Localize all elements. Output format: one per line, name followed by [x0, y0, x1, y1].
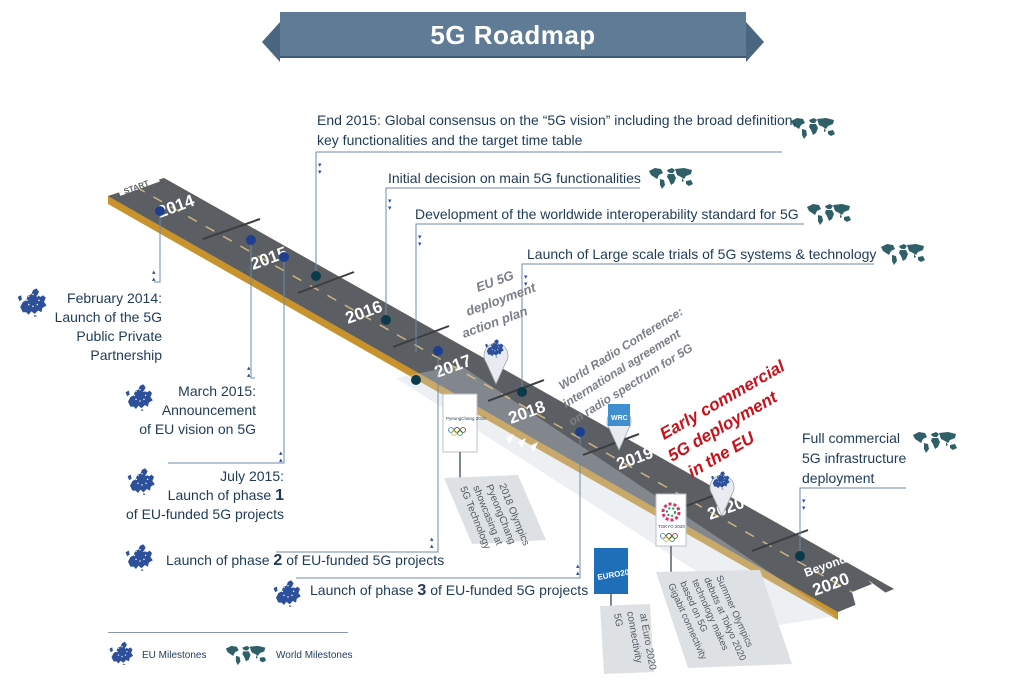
svg-text:▴: ▴ [576, 569, 580, 577]
world-milestone-trials: Launch of Large scale trials of 5G syste… [527, 246, 877, 262]
svg-text:▾: ▾ [802, 504, 806, 512]
world-milestone-2015-line1: End 2015: Global consensus on the “5G vi… [317, 112, 797, 128]
world-milestone-full-commercial-1: Full commercial [802, 430, 901, 446]
svg-text:▴: ▴ [576, 562, 580, 570]
world-map-icon [913, 432, 957, 453]
wrc-logo: WRC [611, 415, 628, 422]
euro-text-1: 5G [611, 613, 624, 628]
world-milestone-full-commercial-3: deployment [802, 470, 875, 486]
tokyo-logo-icon [661, 502, 681, 522]
svg-text:▴: ▴ [430, 542, 434, 550]
road-shadow [396, 365, 835, 625]
pyeongchang-logo: PyeongChang 2018 [446, 416, 486, 421]
svg-text:▴: ▴ [152, 268, 156, 276]
eu-map-icon [125, 384, 153, 411]
eu-milestone-jul2015-3: of EU-funded 5G projects [126, 506, 284, 522]
banner-fold-right [746, 22, 764, 62]
eu-milestone-phase3: Launch of phase 3 of EU-funded 5G projec… [310, 582, 589, 599]
milestone-dots [155, 206, 805, 561]
eu-action-plan-pin-icon [483, 339, 509, 385]
eu-milestone-feb2014-2: Launch of the 5G [54, 309, 162, 325]
svg-text:▴: ▴ [247, 371, 251, 379]
eu-milestone-mar2015-3: of EU vision on 5G [139, 421, 256, 437]
eu-milestone-jul2015-1: July 2015: [220, 468, 284, 484]
eu-milestone-jul2015-2: Launch of phase 1 [167, 487, 284, 504]
road-surface [108, 178, 894, 612]
world-map-icon [807, 204, 851, 225]
direction-chevrons-icon [506, 434, 538, 452]
svg-text:▴: ▴ [430, 535, 434, 543]
svg-text:▾: ▾ [524, 280, 528, 288]
legend-world-label: World Milestones [276, 650, 353, 661]
wrc-pin-icon: WRC [606, 404, 632, 451]
banner-fold-left [262, 22, 280, 62]
svg-text:▾: ▾ [318, 161, 322, 169]
eu-milestone-feb2014-1: February 2014: [67, 290, 162, 306]
world-milestone-standard: Development of the worldwide interoperab… [415, 206, 799, 222]
early-deployment-pin-icon [709, 471, 735, 517]
tokyo-logo: TOKYO 2020 [658, 524, 685, 529]
eu-map-icon [127, 468, 155, 495]
world-map-icon [881, 244, 925, 265]
svg-text:▾: ▾ [388, 204, 392, 212]
world-milestone-2015-line2: key functionalities and the target time … [317, 132, 583, 148]
svg-text:▾: ▾ [388, 197, 392, 205]
eu-milestone-mar2015-2: Announcement [161, 402, 256, 418]
svg-text:▾: ▾ [802, 497, 806, 505]
end-arrow-icon [852, 580, 886, 607]
eu-milestone-feb2014-3: Public Private [76, 328, 162, 344]
world-map-icon [649, 168, 693, 189]
eu-milestone-mar2015-1: March 2015: [178, 383, 256, 399]
svg-text:▾: ▾ [524, 273, 528, 281]
eu-map-icon [273, 580, 301, 607]
eu-map-icon [17, 288, 47, 317]
legend-eu-icon [109, 641, 134, 665]
svg-text:▾: ▾ [318, 168, 322, 176]
svg-text:▴: ▴ [279, 456, 283, 464]
world-leader-lines [315, 151, 906, 556]
svg-text:▾: ▾ [418, 240, 422, 248]
eu-milestone-phase2: Launch of phase 2 of EU-funded 5G projec… [166, 552, 445, 569]
eu-map-icon [125, 544, 153, 571]
eu-milestone-feb2014-4: Partnership [90, 347, 162, 363]
world-milestone-initial-decision: Initial decision on main 5G functionalit… [388, 170, 641, 186]
euro2020-sign: EURO2020 [594, 548, 654, 674]
svg-text:▴: ▴ [279, 449, 283, 457]
legend-divider [108, 632, 348, 633]
title-banner: 5G Roadmap [262, 12, 764, 62]
pyeongchang-sign: PyeongChang 2018 [442, 393, 546, 544]
svg-text:▾: ▾ [418, 233, 422, 241]
tokyo-sign: TOKYO 2020 [655, 493, 792, 668]
legend-eu-label: EU Milestones [142, 650, 207, 661]
world-milestone-full-commercial-2: 5G infrastructure [802, 450, 907, 466]
page-title: 5G Roadmap [430, 20, 596, 50]
svg-text:▴: ▴ [247, 364, 251, 372]
eu-leader-lines [154, 211, 581, 579]
world-map-icon [791, 118, 835, 139]
legend-world-icon [225, 645, 267, 666]
svg-text:▴: ▴ [152, 275, 156, 283]
